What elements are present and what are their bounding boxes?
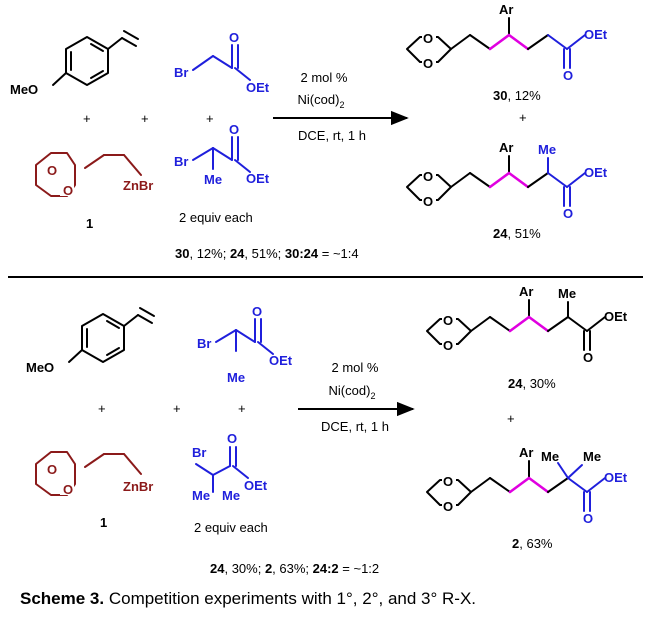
ethyl-bromoacetate-structure: Br O OEt <box>174 30 270 95</box>
aryl-label: Ar <box>519 284 533 299</box>
methyl-label: Me <box>538 142 556 157</box>
ethyl-bromopropanoate-structure: Br O OEt Me 2 equiv each <box>174 122 270 225</box>
plus-sign: + <box>141 111 149 126</box>
aryl-label: Ar <box>499 2 513 17</box>
ethoxy-label: OEt <box>584 165 608 180</box>
zinc-bromide-label: ZnBr <box>123 479 153 494</box>
plus-sign: + <box>206 111 214 126</box>
plus-sign: + <box>507 411 515 426</box>
ethoxy-label: OEt <box>246 171 270 186</box>
scheme-caption: Scheme 3. Competition experiments with 1… <box>20 589 476 608</box>
methoxy-label: MeO <box>26 360 54 375</box>
ring-oxygen-label: O <box>423 31 433 46</box>
product-24-structure: O O Ar Me OEt O 24, 30% <box>426 284 628 391</box>
ring-oxygen-label: O <box>423 56 433 71</box>
catalyst-name: Ni(cod)2 <box>298 92 345 110</box>
carbonyl-oxygen-label: O <box>252 304 262 319</box>
carbonyl-oxygen-label: O <box>227 431 237 446</box>
plus-sign: + <box>98 401 106 416</box>
ethyl-bromoisobutyrate-structure: Br O OEt Me Me 2 equiv each <box>192 431 268 535</box>
carbonyl-oxygen-label: O <box>583 511 593 526</box>
product-30-yield: 30, 12% <box>493 88 541 103</box>
bromo-label: Br <box>197 336 211 351</box>
methoxystyrene-structure: MeO <box>26 307 155 375</box>
carbonyl-oxygen-label: O <box>583 350 593 365</box>
dioxanyl-ethylzinc-structure: O O ZnBr 1 <box>35 152 153 231</box>
methyl-label: Me <box>222 488 240 503</box>
ring-oxygen-label: O <box>47 462 57 477</box>
dioxanyl-ethylzinc-structure: O O ZnBr 1 <box>35 451 153 530</box>
ring-oxygen-label: O <box>63 482 73 497</box>
ethyl-bromopropanoate-structure: Br O OEt Me <box>197 304 293 385</box>
reaction-conditions: DCE, rt, 1 h <box>298 128 366 143</box>
product-2-structure: O O Ar Me Me OEt O 2, 63% <box>426 445 628 551</box>
ethoxy-label: OEt <box>604 470 628 485</box>
ethoxy-label: OEt <box>246 80 270 95</box>
plus-sign: + <box>173 401 181 416</box>
catalyst-loading: 2 mol % <box>332 360 379 375</box>
methyl-label: Me <box>192 488 210 503</box>
compound-1-label: 1 <box>86 216 93 231</box>
product-24-yield: 24, 51% <box>493 226 541 241</box>
ring-oxygen-label: O <box>423 169 433 184</box>
ring-oxygen-label: O <box>443 474 453 489</box>
ring-oxygen-label: O <box>443 313 453 328</box>
carbonyl-oxygen-label: O <box>563 206 573 221</box>
product-2-yield: 2, 63% <box>512 536 553 551</box>
methyl-label: Me <box>541 449 559 464</box>
bromo-label: Br <box>192 445 206 460</box>
panel-1-summary: 30, 12%; 24, 51%; 30:24 = ~1:4 <box>175 246 359 261</box>
ring-oxygen-label: O <box>47 163 57 178</box>
product-24-structure: O O Ar Me OEt O 24, 51% <box>406 140 608 241</box>
carbonyl-oxygen-label: O <box>563 68 573 83</box>
methoxystyrene-structure: MeO <box>10 30 139 97</box>
product-24-yield: 24, 30% <box>508 376 556 391</box>
plus-sign: + <box>238 401 246 416</box>
methoxy-label: MeO <box>10 82 38 97</box>
product-30-structure: O O Ar OEt O 30, 12% <box>406 2 608 103</box>
ethoxy-label: OEt <box>584 27 608 42</box>
ring-oxygen-label: O <box>63 183 73 198</box>
equiv-label: 2 equiv each <box>179 210 253 225</box>
catalyst-loading: 2 mol % <box>301 70 348 85</box>
plus-sign: + <box>519 110 527 125</box>
carbonyl-oxygen-label: O <box>229 30 239 45</box>
methyl-label: Me <box>583 449 601 464</box>
aryl-label: Ar <box>499 140 513 155</box>
ring-oxygen-label: O <box>423 194 433 209</box>
panel-2: MeO + + + Br O OEt Me O O ZnB <box>26 284 628 576</box>
methyl-label: Me <box>204 172 222 187</box>
reaction-conditions: DCE, rt, 1 h <box>321 419 389 434</box>
ethoxy-label: OEt <box>244 478 268 493</box>
ethoxy-label: OEt <box>269 353 293 368</box>
ethoxy-label: OEt <box>604 309 628 324</box>
compound-1-label: 1 <box>100 515 107 530</box>
ring-oxygen-label: O <box>443 499 453 514</box>
bromo-label: Br <box>174 154 188 169</box>
catalyst-name: Ni(cod)2 <box>329 383 376 401</box>
plus-sign: + <box>83 111 91 126</box>
panel-2-summary: 24, 30%; 2, 63%; 24:2 = ~1:2 <box>210 561 379 576</box>
aryl-label: Ar <box>519 445 533 460</box>
ring-oxygen-label: O <box>443 338 453 353</box>
equiv-label: 2 equiv each <box>194 520 268 535</box>
panel-1: MeO + + + Br O OEt O O ZnBr <box>10 2 608 261</box>
methyl-label: Me <box>558 286 576 301</box>
methyl-label: Me <box>227 370 245 385</box>
carbonyl-oxygen-label: O <box>229 122 239 137</box>
bromo-label: Br <box>174 65 188 80</box>
zinc-bromide-label: ZnBr <box>123 178 153 193</box>
